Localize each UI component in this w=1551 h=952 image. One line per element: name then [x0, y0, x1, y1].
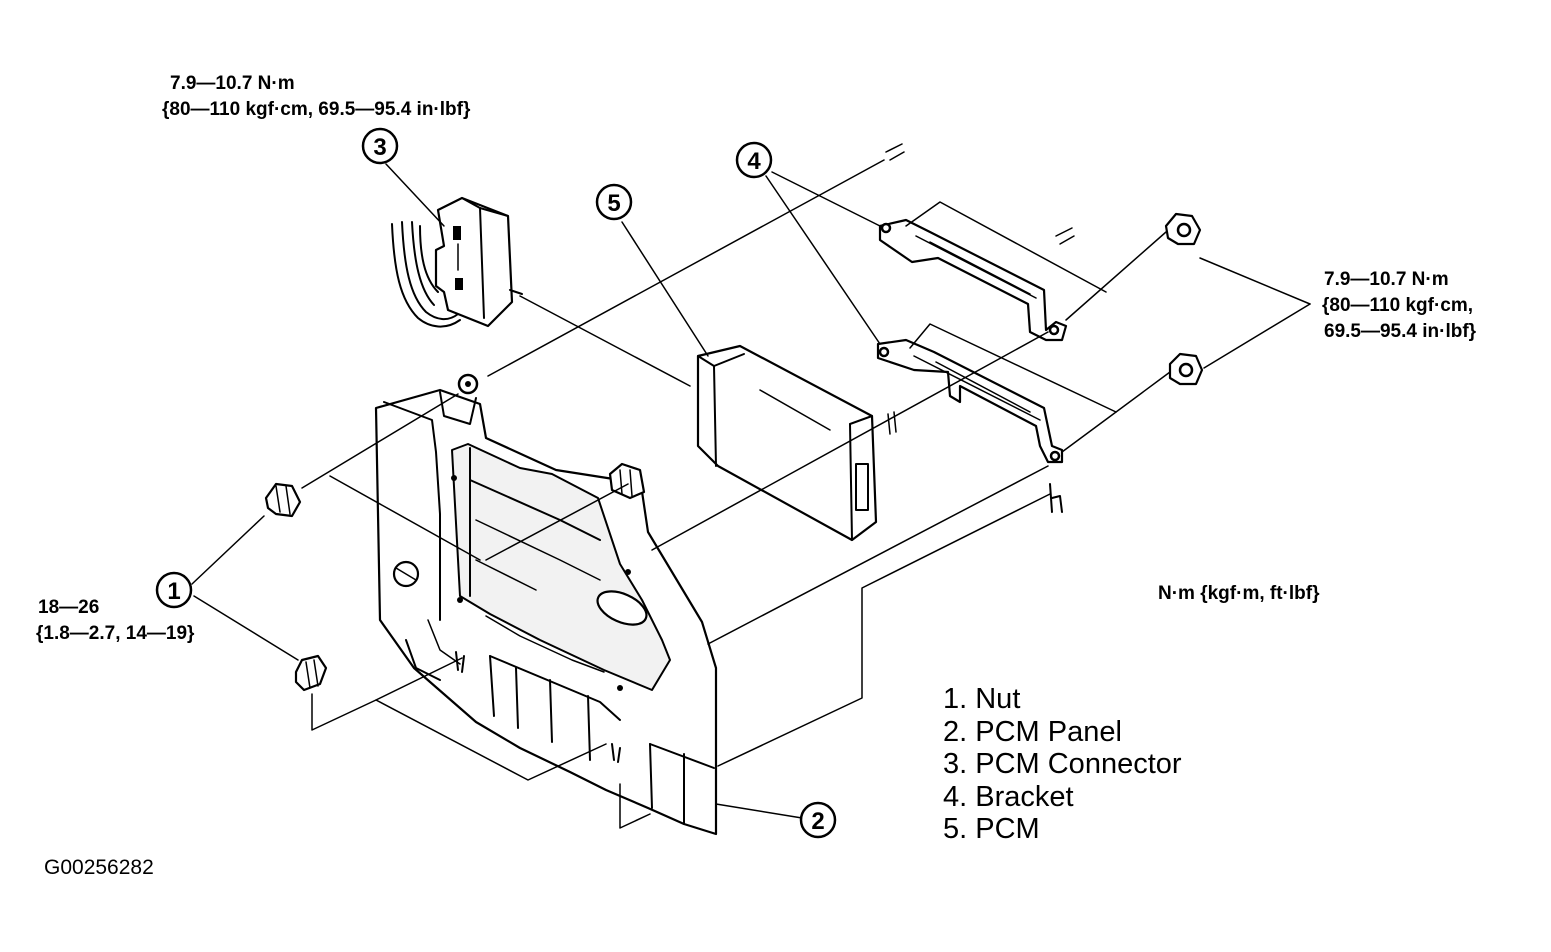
callout-2-number: 2 — [811, 808, 824, 835]
pcm-drawing — [696, 344, 897, 542]
callout-4-number: 4 — [747, 148, 761, 175]
bracket-torque-alternate-units-1: {80—110 kgf·cm, — [1322, 295, 1474, 316]
parts-legend: 1. Nut 2. PCM Panel 3. PCM Connector 4. … — [943, 683, 1182, 846]
bracket-nuts-drawing — [1049, 212, 1311, 513]
legend-item-nut: 1. Nut — [943, 683, 1021, 715]
nut-torque-newton-meters: 18—26 — [38, 597, 100, 618]
legend-item-pcm-connector: 3. PCM Connector — [943, 748, 1182, 780]
callout-5-number: 5 — [607, 190, 620, 217]
torque-units-note: N·m {kgf·m, ft·lbf} — [1158, 583, 1320, 604]
pcm-connector-drawing — [391, 196, 691, 387]
connector-torque-newton-meters: 7.9—10.7 N·m — [170, 73, 295, 94]
bracket-torque-newton-meters: 7.9—10.7 N·m — [1324, 269, 1449, 290]
callout-3-number: 3 — [373, 134, 386, 161]
nut-drawing — [191, 482, 328, 692]
callout-1-number: 1 — [167, 578, 180, 605]
legend-item-pcm: 5. PCM — [943, 813, 1040, 845]
bracket-torque-alternate-units-2: 69.5—95.4 in·lbf} — [1324, 321, 1477, 342]
assembly-guide-lines — [301, 159, 1051, 829]
callout-3: 3 — [361, 127, 399, 165]
pcm-panel-drawing — [374, 373, 718, 836]
bracket-drawing — [876, 143, 1117, 464]
legend-item-bracket: 4. Bracket — [943, 780, 1074, 813]
nut-torque-alternate-units: {1.8—2.7, 14—19} — [36, 623, 195, 644]
figure-id: G00256282 — [44, 856, 154, 879]
connector-torque-alternate-units: {80—110 kgf·cm, 69.5—95.4 in·lbf} — [162, 99, 471, 120]
callout-5: 5 — [595, 183, 633, 221]
callout-2: 2 — [799, 801, 837, 839]
callout-4: 4 — [735, 141, 773, 179]
callout-1: 1 — [155, 571, 193, 609]
legend-item-pcm-panel: 2. PCM Panel — [943, 715, 1122, 748]
